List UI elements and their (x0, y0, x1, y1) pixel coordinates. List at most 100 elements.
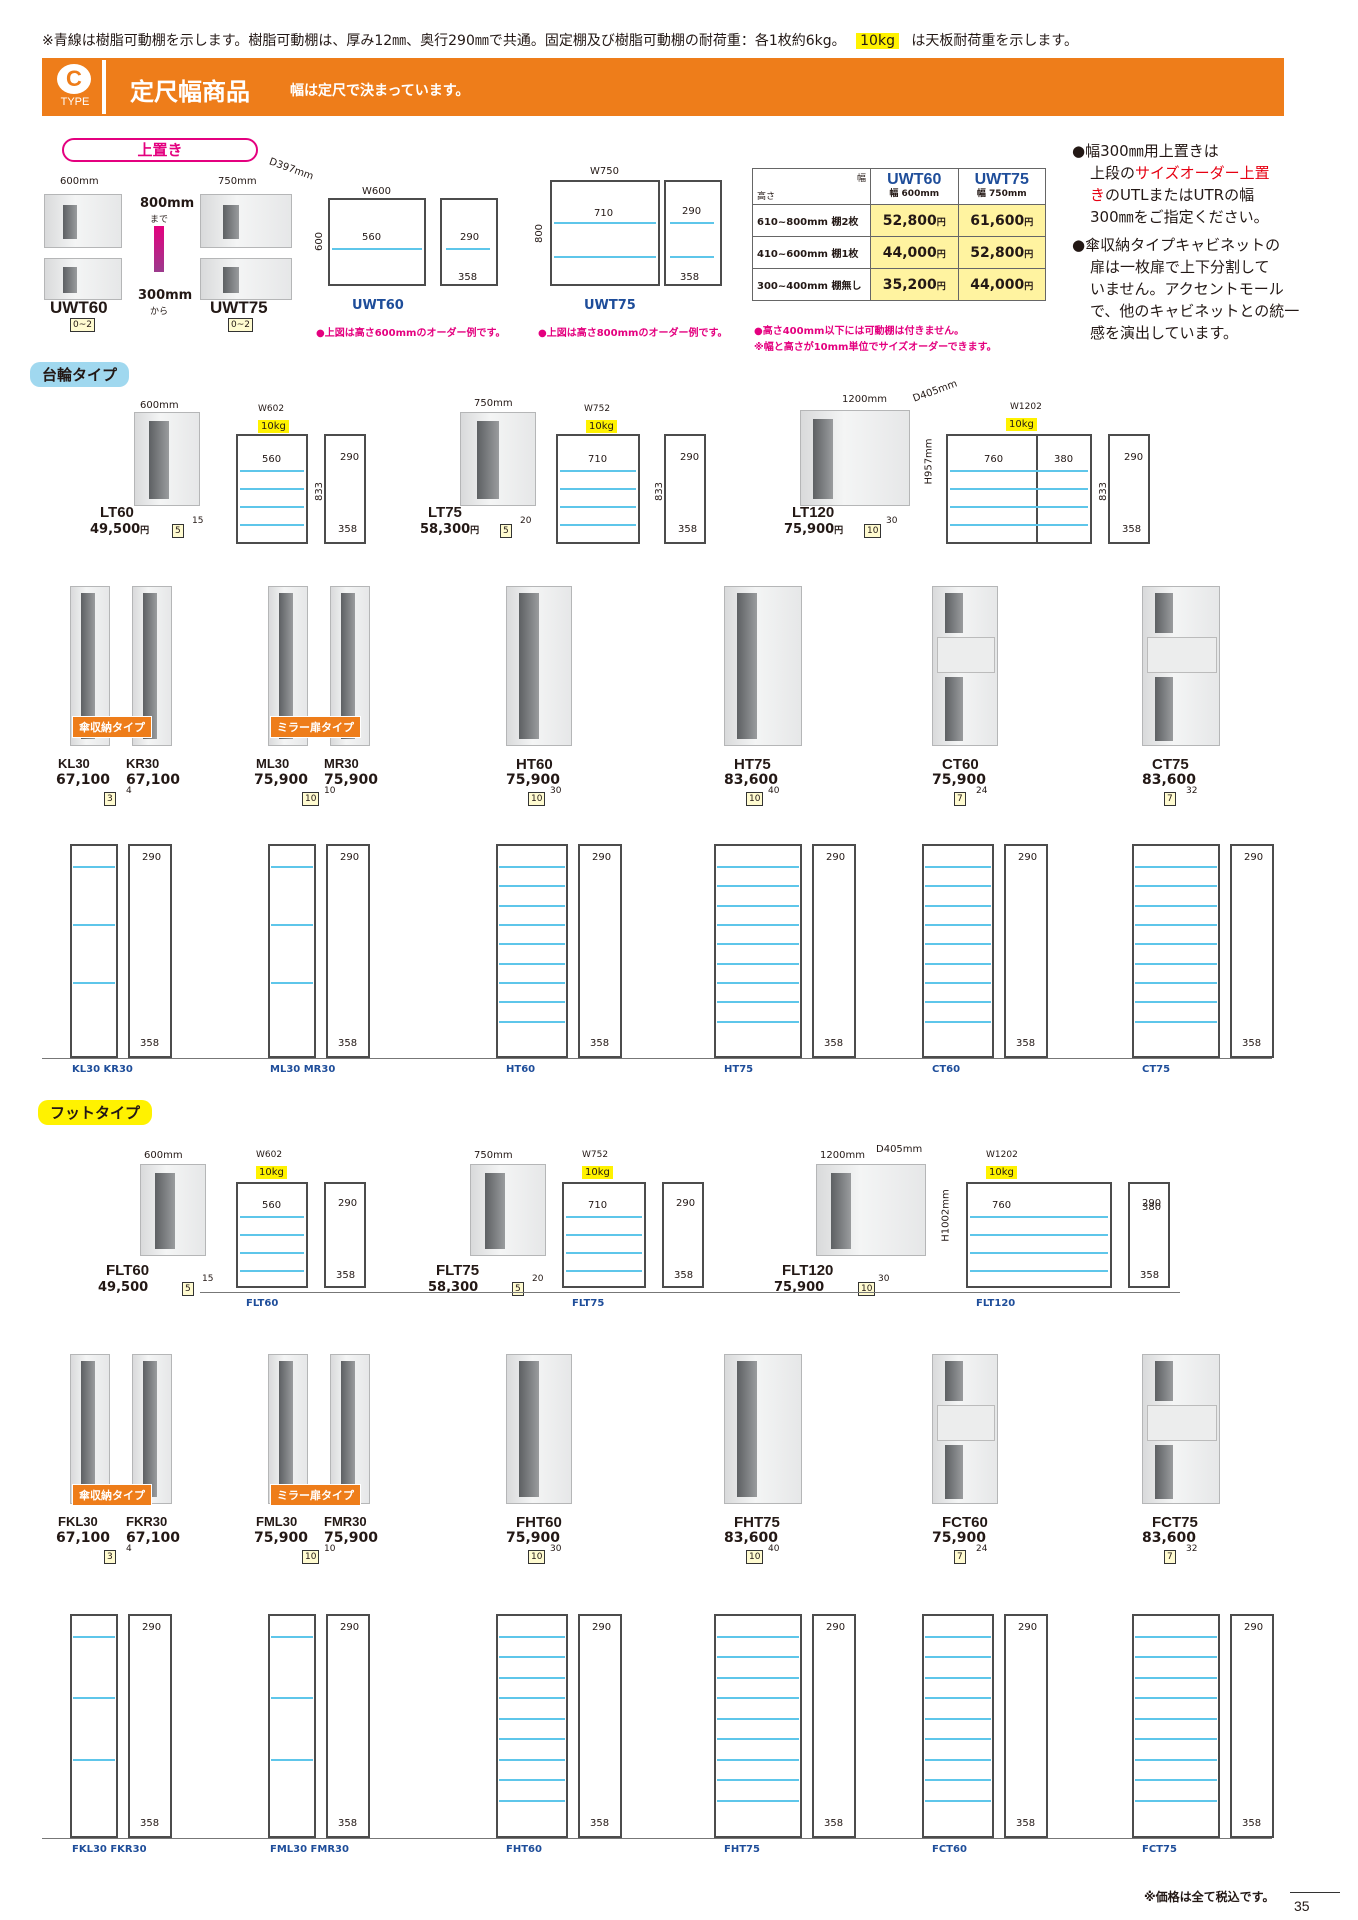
product-price: 75,900 (254, 1530, 309, 1546)
table-col1-name: UWT60 (887, 170, 942, 188)
lt75-inner: 710 (588, 454, 608, 465)
lt120-top-load: 10kg (1006, 418, 1037, 431)
shelf-line (925, 943, 991, 946)
ground-line (42, 1058, 1272, 1059)
lt60-frame-width: W602 (258, 404, 285, 414)
shelf-line (717, 1758, 799, 1761)
front-drawing (1132, 1614, 1220, 1838)
uwt75-draw-width: W750 (590, 166, 619, 177)
front-drawing (714, 844, 802, 1058)
shelf-line (271, 866, 313, 868)
foot-width: 1200mm (820, 1150, 865, 1161)
foot-d358: 358 (336, 1270, 356, 1281)
pairs-count: 30 (550, 1544, 562, 1554)
foot-price: 75,900 (774, 1280, 825, 1295)
lt120-shelf-count: 10 (864, 524, 882, 538)
uwt-max-height: 800mm (140, 196, 195, 211)
drawing-caption: FML30 FMR30 (270, 1844, 349, 1855)
shelf-line (717, 904, 799, 907)
shelf-line (925, 1676, 991, 1679)
type-tag: ミラー扉タイプ (270, 1484, 361, 1506)
product-price: 75,900 (254, 772, 309, 788)
shelf-line (925, 1636, 991, 1638)
product-name: HT75 (734, 756, 771, 773)
depth-358: 358 (1016, 1818, 1036, 1829)
depth-358: 358 (1242, 1038, 1262, 1049)
pairs-count: 10 (324, 786, 336, 796)
row-price1: 52,800 (882, 212, 937, 229)
shelf-line (499, 885, 565, 888)
product-price: 75,900 (506, 1530, 561, 1546)
cabinet-photo (724, 1354, 802, 1504)
row-price2: 44,000 (970, 276, 1025, 293)
drawing-caption: FCT60 (932, 1844, 967, 1855)
product-price: 75,900 (932, 1530, 987, 1546)
shelf-line (717, 962, 799, 965)
lt60-pairs: 15 (192, 516, 204, 526)
side-note-1c: サイズオーダー上置 (1135, 164, 1270, 182)
pairs-count: 40 (768, 786, 780, 796)
front-drawing (496, 844, 568, 1058)
shelf-count: 10 (746, 1550, 764, 1564)
shelf-line (925, 962, 991, 965)
foot-d358: 358 (674, 1270, 694, 1281)
side-drawing (578, 844, 622, 1058)
cabinet-photo (506, 1354, 572, 1504)
uwt75-side-shelf-2 (670, 256, 714, 258)
shelf-line (566, 1270, 642, 1272)
foot-frame-width: W602 (256, 1150, 283, 1160)
shelf-line (925, 982, 991, 984)
foot-cabinet-photo (470, 1164, 546, 1256)
shelf-line (1135, 962, 1217, 965)
drawing-caption: CT60 (932, 1064, 961, 1075)
front-drawing (922, 844, 994, 1058)
shelf-line (499, 904, 565, 907)
yen: 円 (1024, 281, 1034, 292)
uwt75-depth1: 290 (682, 206, 702, 217)
uwt60-drawing-caption: UWT60 (352, 298, 404, 313)
type-letter: C (57, 64, 91, 94)
depth-358: 358 (590, 1818, 610, 1829)
shelf-line (717, 1656, 799, 1659)
front-drawing (70, 1614, 118, 1838)
foot-d290: 290 (676, 1198, 696, 1209)
shelf-count: 10 (302, 792, 320, 806)
shelf-line (717, 866, 799, 868)
uwt60-draw-width: W600 (362, 186, 391, 197)
shelf-line (73, 1697, 115, 1700)
side-drawing (128, 844, 172, 1058)
side-note-1e: のUTLまたはUTRの幅 (1105, 186, 1255, 204)
lt120-frame-width: W1202 (1010, 402, 1042, 412)
uwt60-front-frame (328, 198, 426, 286)
side-drawing (128, 1614, 172, 1838)
side-note-2c: いません。アクセントモール (1090, 280, 1284, 298)
foot-cabinet-photo (140, 1164, 206, 1256)
shelf-line (970, 1270, 1108, 1272)
shelf-line (717, 1020, 799, 1023)
foot-section-label: フットタイプ (38, 1100, 153, 1125)
table-col1-sub: 幅 600mm (889, 188, 940, 199)
lt60-photo (134, 412, 200, 506)
table-head-width: 幅 (856, 174, 866, 184)
table-row: 610~800mm 棚2枚 52,800円 61,600円 (752, 204, 1046, 237)
depth-290: 290 (592, 1622, 612, 1633)
front-drawing (714, 1614, 802, 1838)
product-price: 83,600 (724, 772, 779, 788)
lt60-d1: 290 (340, 452, 360, 463)
drawing-caption: HT60 (506, 1064, 536, 1075)
drawing-caption: HT75 (724, 1064, 754, 1075)
product-name: FCT60 (942, 1514, 988, 1531)
lt120-height-total: H957mm (923, 438, 935, 485)
cabinet-photo (932, 586, 998, 746)
page-number: 35 (1294, 1898, 1310, 1914)
shelf-line (73, 924, 115, 926)
product-price: 75,900 (506, 772, 561, 788)
lt120-width: 1200mm (842, 394, 887, 405)
uwt-min-height: 300mm (138, 288, 193, 303)
shelf-count: 10 (746, 792, 764, 806)
shelf-line (925, 1758, 991, 1761)
shelf-count: 7 (1164, 792, 1176, 806)
lt60-d2: 358 (338, 524, 358, 535)
type-tag: 傘収納タイプ (72, 716, 152, 738)
side-note-1f: 300㎜をご指定ください。 (1090, 208, 1269, 226)
